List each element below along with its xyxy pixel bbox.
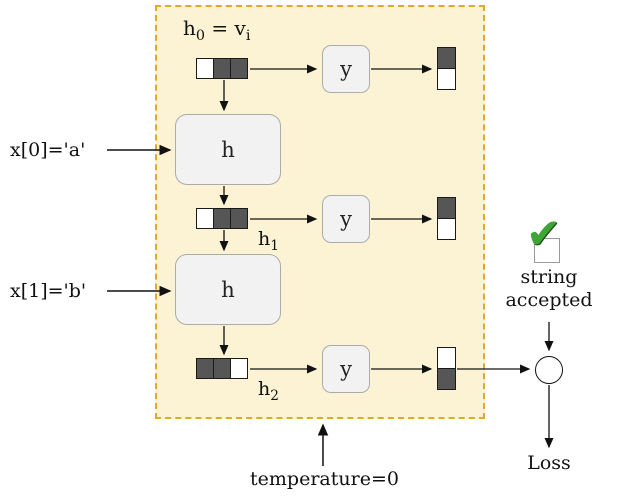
y-cell-3: y xyxy=(322,345,370,393)
loss-node xyxy=(535,356,563,384)
vector-cell-light xyxy=(437,68,456,90)
vector-cell-dark xyxy=(213,358,231,379)
vector-cell-light xyxy=(437,347,456,369)
output-vector-2 xyxy=(437,347,456,390)
h0-equation: h0 = vi xyxy=(183,16,251,44)
y-cell-2: y xyxy=(322,195,370,243)
temperature-label: temperature=0 xyxy=(250,468,399,490)
y-cell-1: y xyxy=(322,45,370,93)
vector-cell-dark xyxy=(230,208,248,229)
h-cell-2-label: h xyxy=(221,277,235,302)
h-cell-1-label: h xyxy=(221,137,235,162)
h-cell-1: h xyxy=(175,114,281,185)
input-x1-label: x[1]='b' xyxy=(10,280,87,302)
vector-cell-dark xyxy=(437,197,456,219)
loss-label: Loss xyxy=(527,452,571,474)
checkbox-image xyxy=(534,238,560,263)
hidden-state-vector-0 xyxy=(196,58,248,79)
y-cell-1-label: y xyxy=(340,57,352,81)
hidden-state-vector-1 xyxy=(196,208,248,229)
vector-cell-light xyxy=(196,208,214,229)
vector-cell-light xyxy=(196,58,214,79)
vector-cell-light xyxy=(437,218,456,240)
vector-cell-dark xyxy=(437,368,456,390)
output-vector-1 xyxy=(437,197,456,240)
vector-cell-dark xyxy=(213,208,231,229)
vector-cell-dark xyxy=(437,47,456,69)
h1-label: h1 xyxy=(258,228,279,254)
vector-cell-dark xyxy=(213,58,231,79)
vector-cell-dark xyxy=(230,58,248,79)
input-x0-label: x[0]='a' xyxy=(10,139,86,161)
vector-cell-dark xyxy=(196,358,214,379)
string-accepted-label: string accepted xyxy=(505,266,593,311)
y-cell-3-label: y xyxy=(340,357,352,381)
y-cell-2-label: y xyxy=(340,207,352,231)
vector-cell-light xyxy=(230,358,248,379)
h-cell-2: h xyxy=(175,254,281,325)
hidden-state-vector-2 xyxy=(196,358,248,379)
output-vector-0 xyxy=(437,47,456,90)
checkmark-icon: ✔ xyxy=(526,209,562,258)
h2-label: h2 xyxy=(258,378,279,404)
